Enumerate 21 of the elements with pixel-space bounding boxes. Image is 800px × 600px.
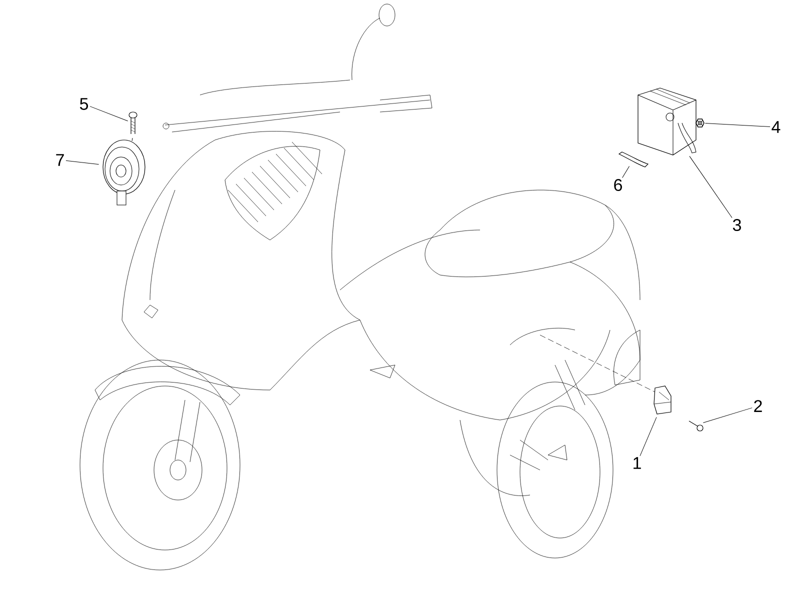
horn-drawing xyxy=(102,138,146,206)
strap-drawing xyxy=(618,152,648,168)
terminal-drawing xyxy=(696,118,704,128)
battery-drawing xyxy=(638,88,696,156)
callout-number: 5 xyxy=(80,98,88,110)
callout-number: 4 xyxy=(772,121,780,133)
callout-number: 3 xyxy=(732,218,741,232)
screw-drawing xyxy=(128,112,138,134)
callout-number: 6 xyxy=(614,178,622,192)
leader-line xyxy=(640,416,657,456)
relay-drawing xyxy=(654,386,672,414)
leader-line xyxy=(702,408,752,424)
callout-number: 1 xyxy=(634,457,641,469)
leader-line xyxy=(704,123,770,127)
leader-line xyxy=(689,156,732,218)
leader-line xyxy=(622,166,630,178)
callout-number: 7 xyxy=(56,154,64,166)
screw-drawing xyxy=(688,420,704,432)
leader-line xyxy=(66,160,100,165)
leader-line xyxy=(90,106,128,122)
callout-number: 2 xyxy=(754,400,762,412)
